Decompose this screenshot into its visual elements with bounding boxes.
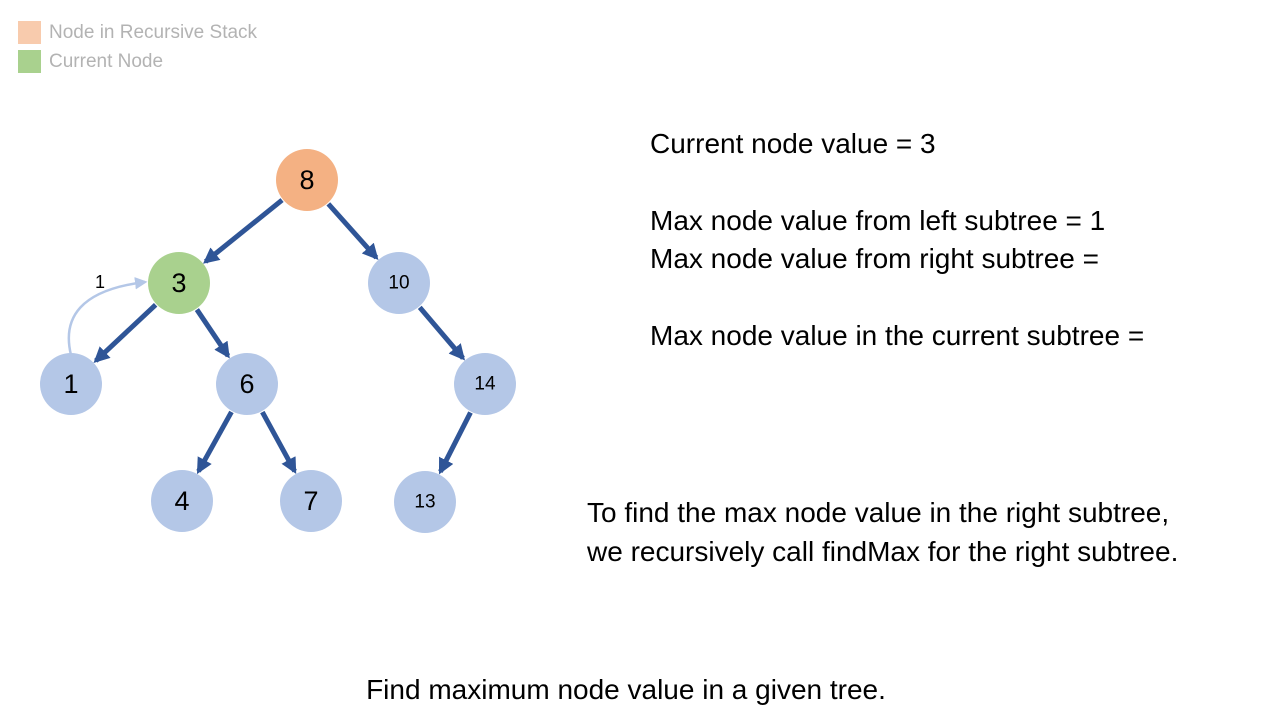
tree-node-6: 6: [216, 353, 278, 415]
tree-node-1: 1: [40, 353, 102, 415]
legend-label-current: Current Node: [49, 50, 164, 72]
return-value-arrow: 1: [67, 272, 148, 356]
legend-swatch-current: [18, 50, 41, 73]
tree-node-label: 4: [174, 486, 189, 516]
left-subtree-max: Max node value from left subtree = 1: [650, 205, 1106, 236]
tree-node-circle: [151, 470, 213, 532]
edge-n6-n7: [260, 410, 297, 474]
edge-n10-n14: [417, 305, 466, 361]
tree-node-4: 4: [151, 470, 213, 532]
tree-node-circle: [454, 353, 516, 415]
tree-node-label: 13: [414, 492, 435, 513]
legend: Node in Recursive Stack Current Node: [18, 18, 257, 76]
edge-n14-n13: [438, 411, 473, 475]
tree-node-label: 7: [303, 486, 318, 516]
tree-node-circle: [40, 353, 102, 415]
tree-node-14: 14: [454, 353, 516, 415]
tree-node-circle: [148, 252, 210, 314]
edge-n8-n10: [326, 202, 379, 261]
tree-node-label: 10: [388, 273, 409, 294]
legend-item-current: Current Node: [18, 47, 257, 76]
tree-node-circle: [280, 470, 342, 532]
tree-node-10: 10: [368, 252, 430, 314]
edge-n8-n3: [202, 198, 284, 264]
tree-node-label: 6: [239, 369, 254, 399]
nodes: 8 3 10 1 6 14 4 7 13: [40, 149, 516, 533]
legend-item-stack: Node in Recursive Stack: [18, 18, 257, 47]
tree-node-circle: [394, 471, 456, 533]
edge-n3-n6: [194, 308, 231, 359]
return-arrow-path: [67, 277, 148, 356]
tree-node-label: 8: [299, 165, 314, 195]
tree-node-7: 7: [280, 470, 342, 532]
tree-node-3: 3: [148, 252, 210, 314]
tree-node-13: 13: [394, 471, 456, 533]
edge-n3-n1: [93, 303, 158, 363]
tree-node-circle: [216, 353, 278, 415]
tree-node-label: 3: [171, 268, 186, 298]
edges: [93, 198, 473, 475]
return-value-label: 1: [95, 272, 105, 292]
legend-swatch-stack: [18, 21, 41, 44]
tree-node-circle: [276, 149, 338, 211]
current-node-value: Current node value = 3: [650, 128, 936, 159]
current-subtree-max: Max node value in the current subtree =: [650, 320, 1145, 351]
slide-caption: Find maximum node value in a given tree.: [366, 674, 886, 705]
tree-node-8: 8: [276, 149, 338, 211]
tree-node-label: 14: [474, 374, 496, 395]
legend-label-stack: Node in Recursive Stack: [49, 21, 258, 43]
right-subtree-max: Max node value from right subtree =: [650, 243, 1100, 274]
explanation-text: To find the max node value in the right …: [587, 497, 1179, 567]
tree-node-circle: [368, 252, 430, 314]
tree-node-label: 1: [63, 369, 78, 399]
edge-n6-n4: [196, 410, 234, 475]
